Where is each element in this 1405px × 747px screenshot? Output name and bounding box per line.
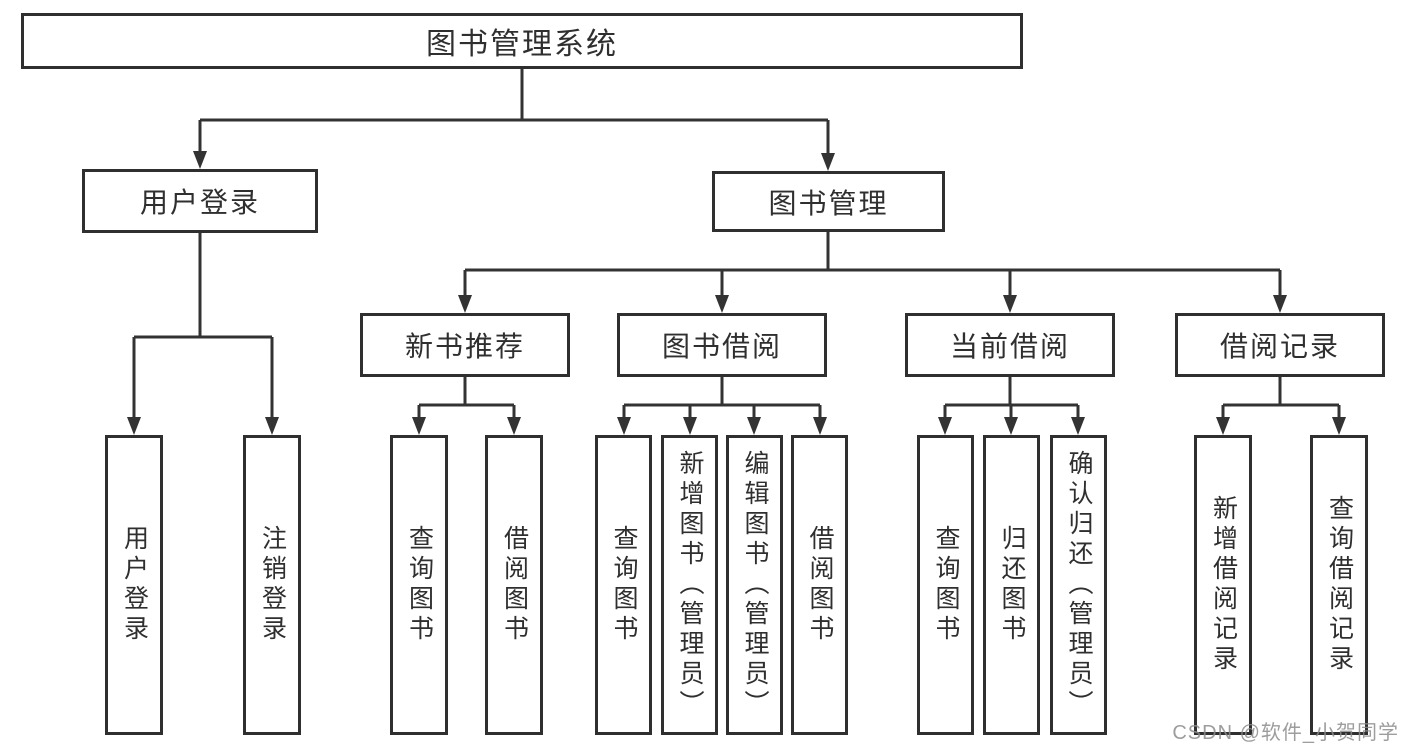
leaf-query-borrow-record: 查询借阅记录 [1310, 435, 1368, 735]
node-borrowing-records: 借阅记录 [1175, 313, 1385, 377]
leaf-query-books-borrowing: 查询图书 [595, 435, 652, 735]
node-book-management-module: 图书管理 [712, 171, 945, 232]
leaf-borrow-books-recommend: 借阅图书 [485, 435, 543, 735]
leaf-query-books-recommend: 查询图书 [390, 435, 448, 735]
leaf-confirm-return-admin: 确认归还（管理员） [1050, 435, 1107, 735]
leaf-add-books-admin: 新增图书（管理员） [661, 435, 718, 735]
leaf-query-books-current: 查询图书 [917, 435, 974, 735]
csdn-watermark: CSDN @软件_小贺同学 [1172, 722, 1399, 744]
node-new-book-recommendation: 新书推荐 [360, 313, 570, 377]
leaf-return-books: 归还图书 [983, 435, 1040, 735]
node-current-borrowing: 当前借阅 [905, 313, 1115, 377]
leaf-add-borrow-record: 新增借阅记录 [1194, 435, 1252, 735]
leaf-logout: 注销登录 [243, 435, 301, 735]
leaf-borrow-books: 借阅图书 [791, 435, 848, 735]
node-root-system: 图书管理系统 [21, 13, 1023, 69]
leaf-user-login: 用户登录 [105, 435, 163, 735]
node-user-login-module: 用户登录 [82, 169, 318, 233]
node-book-borrowing: 图书借阅 [617, 313, 827, 377]
leaf-edit-books-admin: 编辑图书（管理员） [726, 435, 783, 735]
